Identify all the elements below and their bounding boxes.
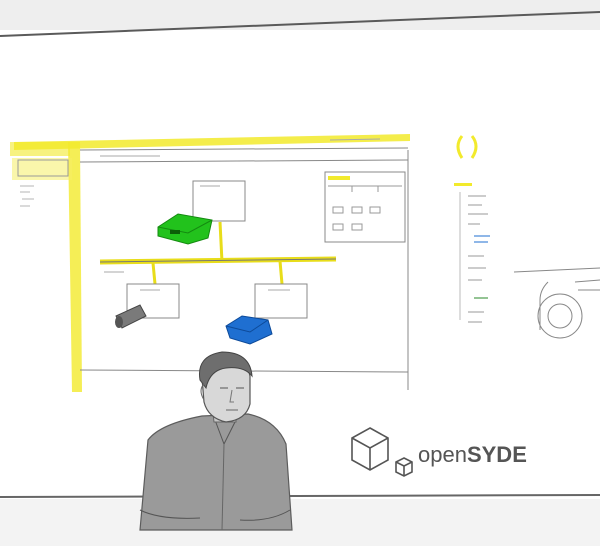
tractor-sketch (513, 267, 600, 339)
logo-wordmark: openSYDE (418, 442, 527, 467)
sketched-properties-panel (324, 171, 406, 243)
opensyde-logo: openSYDE (351, 427, 527, 477)
can-bus-line (99, 221, 337, 285)
presenter-person (139, 351, 293, 531)
cube-logo-icon (351, 427, 413, 477)
highlight-frame (10, 134, 410, 392)
whiteboard-bottom-edge (0, 494, 600, 498)
blue-ecu-device (225, 315, 273, 345)
sketched-sidebar-lines (20, 185, 34, 207)
sketched-node-box-right (254, 283, 308, 319)
logo-text-light: open (418, 442, 467, 467)
whiteboard-top-edge (0, 11, 600, 37)
sketched-right-list (454, 135, 490, 323)
green-ecu-device (157, 213, 213, 245)
logo-text-bold: SYDE (467, 442, 527, 467)
floor-area (0, 499, 600, 546)
sketched-node-box-top (192, 180, 246, 222)
grey-sensor-device (115, 304, 147, 329)
